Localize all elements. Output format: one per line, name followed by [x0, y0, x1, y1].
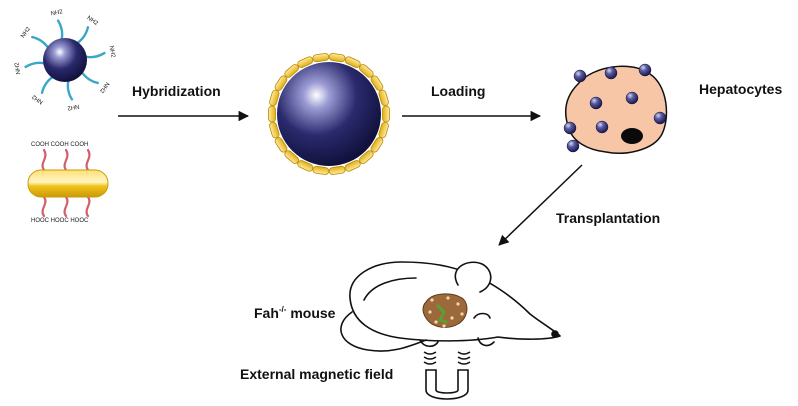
mouse-label: Fah-/- mouse	[254, 305, 336, 321]
shell-nanorod	[378, 89, 389, 107]
transplantation-arrow	[498, 164, 583, 246]
rod-linker-top	[41, 148, 47, 172]
carboxyl-bottom-label: HOOC HOOC HOOC	[31, 218, 89, 224]
magnetic-field-label: External magnetic field	[240, 366, 393, 382]
liver-green-mark	[436, 304, 448, 324]
hepatocyte-cell	[563, 63, 668, 154]
amine-linker	[24, 61, 47, 69]
mouse-foot-front	[477, 337, 495, 347]
shell-nanorod	[328, 53, 346, 63]
amine-linker	[80, 70, 99, 85]
hybridization-label: Hybridization	[132, 83, 221, 99]
cell-particle	[653, 111, 667, 125]
liver-speck	[450, 316, 454, 320]
hybrid-particle	[268, 53, 390, 175]
liver-speck	[460, 312, 464, 316]
loading-label: Loading	[431, 83, 485, 99]
liver-speck	[430, 298, 434, 302]
liver-speckles	[428, 296, 464, 328]
carboxyl-top-label: COOH COOH COOH	[31, 142, 88, 148]
amine-group-label: NH2	[50, 9, 64, 17]
cell-particle	[595, 120, 609, 134]
cell-particle	[566, 139, 580, 153]
liver-speck	[456, 302, 460, 306]
cell-particle	[563, 121, 577, 135]
amine-linker	[40, 75, 55, 94]
nanorod-shell	[268, 53, 390, 175]
amine-group-label: NH2	[14, 61, 22, 75]
mouse-liver	[422, 293, 468, 328]
rod-linker-bottom	[41, 195, 47, 218]
carboxyl-nanorod: COOH COOH COOH HOOC HOOC HOOC	[27, 142, 109, 224]
cell-particle	[638, 63, 652, 77]
cell-particle	[573, 69, 587, 83]
shell-nanorod	[312, 165, 330, 175]
mouse-nose	[551, 330, 559, 338]
rod-linker-bottom	[85, 195, 91, 218]
nanoparticle-core	[43, 38, 87, 82]
shell-nanorod	[312, 53, 330, 63]
amine-group-label: NH2	[66, 103, 80, 111]
mouse-tail	[340, 311, 427, 352]
liver-speck	[434, 320, 438, 324]
loaded-particles	[563, 63, 667, 153]
shell-nanorod	[268, 105, 276, 123]
cell-particle	[589, 96, 603, 110]
rod-linker-bottom	[63, 195, 69, 218]
amine-linker	[66, 78, 74, 101]
amine-linker	[75, 26, 90, 45]
hybrid-core	[277, 62, 381, 166]
rod-linker-top	[85, 148, 91, 172]
mouse-foot-back	[419, 339, 439, 348]
amine-group-label: NH2	[108, 45, 116, 59]
shell-nanorod	[382, 105, 390, 123]
shell-nanorod	[328, 165, 346, 175]
hepatocytes-label: Hepatocytes	[699, 81, 782, 97]
amine-group-label: NH2	[98, 81, 110, 95]
rod-linkers	[41, 148, 91, 218]
horseshoe-magnet	[423, 351, 471, 400]
cell-nucleus	[621, 128, 643, 144]
amine-group-label: NH2	[20, 26, 32, 40]
cell-particle	[604, 66, 618, 80]
liver-speck	[442, 324, 446, 328]
amine-group-label: NH2	[31, 93, 45, 105]
amine-linker	[56, 19, 64, 42]
liver-lobe	[422, 293, 468, 328]
amine-group-label: NH2	[86, 15, 100, 27]
magnet-body	[425, 369, 469, 400]
amine-linker	[31, 35, 50, 50]
cell-particle	[625, 91, 639, 105]
liver-speck	[428, 310, 432, 314]
mouse-eye	[473, 312, 491, 319]
field-waves-left	[423, 351, 437, 365]
transplantation-label: Transplantation	[556, 210, 660, 226]
nanorod-body	[27, 169, 109, 198]
mouse-ear	[454, 261, 492, 293]
rod-linker-top	[63, 148, 69, 172]
amine-linker	[83, 51, 106, 59]
liver-speck	[446, 296, 450, 300]
mouse-body-line	[363, 277, 417, 301]
field-waves-right	[457, 351, 471, 365]
